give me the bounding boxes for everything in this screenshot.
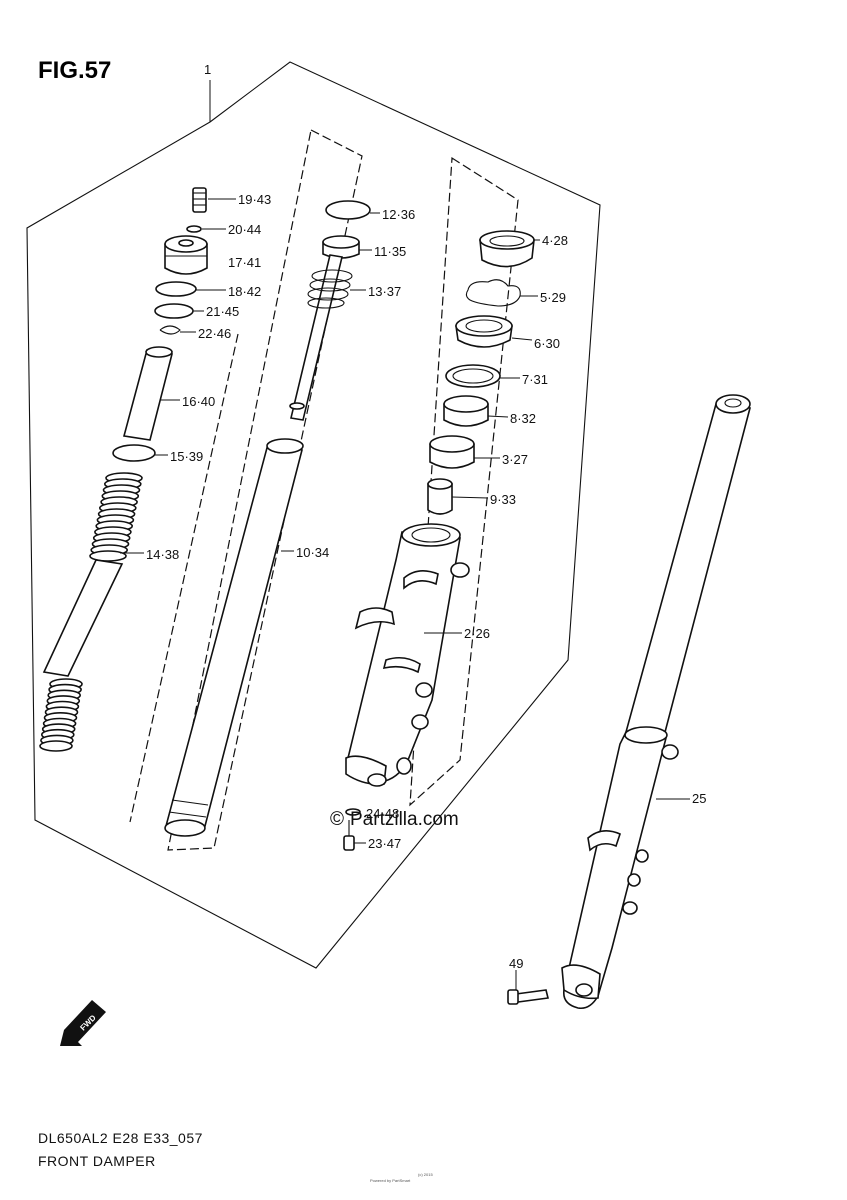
part-4-dust-seal (479, 230, 535, 268)
spring-coil (39, 740, 73, 752)
part-21-washer (154, 303, 194, 319)
callout-23: 23·47 (368, 836, 401, 851)
part-22-clip (159, 325, 181, 335)
part-16-spacer (122, 346, 173, 441)
callout-19: 19·43 (238, 192, 271, 207)
callout-8: 8·32 (510, 411, 536, 426)
part-12-circlip (325, 200, 371, 220)
callout-18: 18·42 (228, 284, 261, 299)
callout-9: 9·33 (490, 492, 516, 507)
part-24-gasket (345, 808, 361, 816)
part-20-oring (186, 225, 202, 233)
part-9-oil-lock (427, 478, 453, 515)
part-6-oil-seal (455, 315, 513, 348)
part-13-rebound-spring (289, 254, 353, 421)
part-5-stopper-ring (465, 279, 521, 307)
callout-20: 20·44 (228, 222, 261, 237)
callout-12: 12·36 (382, 207, 415, 222)
leader-9 (451, 496, 489, 499)
callout-21: 21·45 (206, 304, 239, 319)
part-8-slide-metal (443, 395, 489, 427)
callout-24: 24·48 (366, 806, 399, 821)
callout-10: 10·34 (296, 545, 329, 560)
spring-coil (89, 550, 127, 562)
callout-14: 14·38 (146, 547, 179, 562)
callout-4: 4·28 (542, 233, 568, 248)
fine-print: Powered by PartSmart (370, 1178, 411, 1183)
part-7-washer (445, 364, 501, 388)
part-2-outer-tube (345, 523, 470, 787)
leader-8 (487, 415, 509, 418)
part-25-fork-assembly (561, 394, 752, 1010)
fine-print-top: (c) 2015 (418, 1172, 433, 1177)
callout-25: 25 (692, 791, 706, 806)
figure-number: FIG.57 (38, 57, 111, 84)
part-10-inner-tube (164, 438, 304, 837)
callout-49: 49 (509, 956, 523, 971)
callout-6: 6·30 (534, 336, 560, 351)
footer-title: FRONT DAMPER (38, 1153, 156, 1169)
callout-1: 1 (204, 62, 211, 77)
callout-2: 2·26 (464, 626, 490, 641)
part-18-oring (155, 281, 197, 297)
callout-16: 16·40 (182, 394, 215, 409)
assembly-boundary (26, 61, 601, 969)
watermark: ©Partzilla.com (330, 809, 459, 830)
callout-15: 15·39 (170, 449, 203, 464)
part-3-slide-metal (429, 435, 475, 469)
group-spring-boundary (129, 333, 239, 823)
callout-13: 13·37 (368, 284, 401, 299)
callout-17: 17·41 (228, 255, 261, 270)
part-11-ring (322, 235, 360, 259)
part-23-bolt (343, 820, 355, 851)
part-14-spring (39, 472, 143, 752)
callout-3: 3·27 (502, 452, 528, 467)
part-15-washer (112, 444, 156, 462)
footer-code: DL650AL2 E28 E33_057 (38, 1130, 203, 1146)
part-17-cap (164, 235, 208, 275)
callout-22: 22·46 (198, 326, 231, 341)
group-inner-tube-boundary (167, 129, 363, 851)
callout-7: 7·31 (522, 372, 548, 387)
callout-5: 5·29 (540, 290, 566, 305)
fwd-arrow-icon: FWD (60, 1000, 106, 1046)
part-49-bolt (507, 989, 549, 1005)
leader-6 (511, 337, 533, 341)
part-19-adjuster (192, 187, 207, 213)
callout-11: 11·35 (374, 244, 406, 259)
